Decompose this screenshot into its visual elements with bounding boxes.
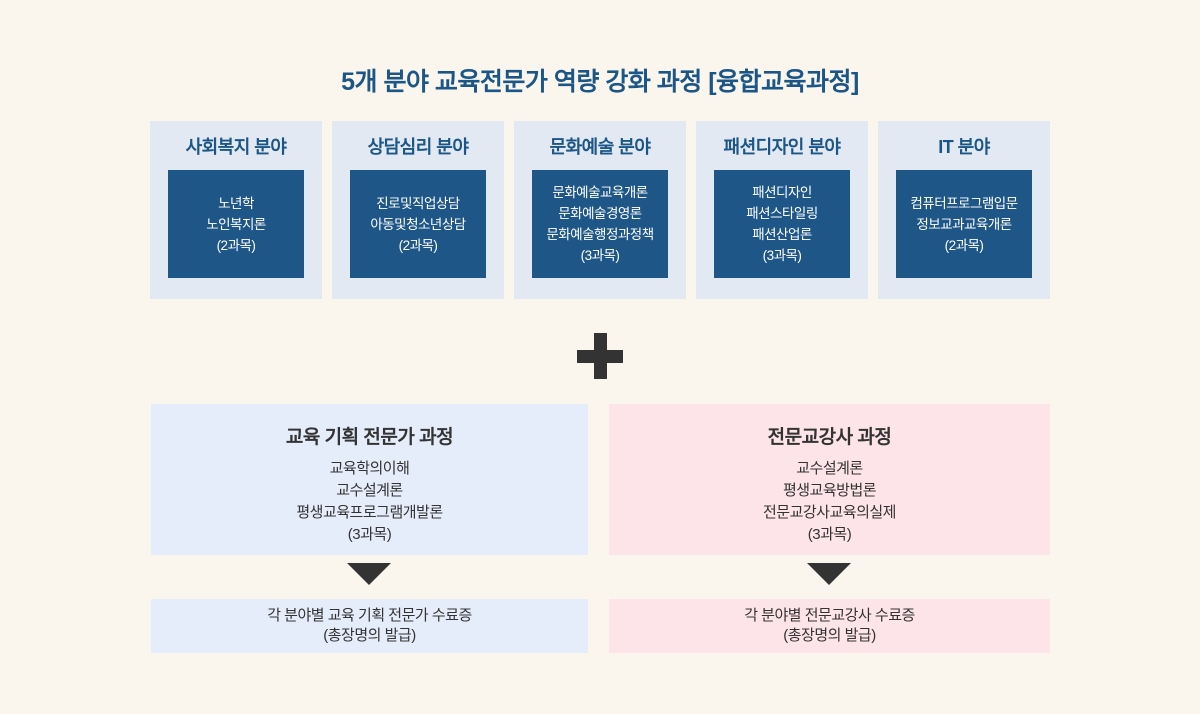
certificate-professional-instructor: 각 분야별 전문교강사 수료증 (총장명의 발급) xyxy=(609,599,1050,653)
track-title: 전문교강사 과정 xyxy=(767,427,892,448)
field-column-culture-arts: 문화예술 분야 문화예술교육개론 문화예술경영론 문화예술행정과정책 (3과목) xyxy=(514,121,686,299)
plus-icon xyxy=(577,333,623,379)
field-column-it: IT 분야 컴퓨터프로그램입문 정보교과교육개론 (2과목) xyxy=(878,121,1050,299)
field-title: 사회복지 분야 xyxy=(185,136,287,157)
field-subjects: 문화예술교육개론 문화예술경영론 문화예술행정과정책 (3과목) xyxy=(546,185,654,263)
track-education-planning: 교육 기획 전문가 과정 교육학의이해 교수설계론 평생교육프로그램개발론 (3… xyxy=(151,404,588,555)
field-subjects-box: 컴퓨터프로그램입문 정보교과교육개론 (2과목) xyxy=(896,170,1032,278)
track-subjects: 교육학의이해 교수설계론 평생교육프로그램개발론 (3과목) xyxy=(296,460,443,543)
field-title: IT 분야 xyxy=(938,136,990,157)
field-subjects: 패션디자인 패션스타일링 패션산업론 (3과목) xyxy=(746,185,818,263)
field-column-fashion-design: 패션디자인 분야 패션디자인 패션스타일링 패션산업론 (3과목) xyxy=(696,121,868,299)
certificate-text: 각 분야별 전문교강사 수료증 (총장명의 발급) xyxy=(744,607,915,644)
track-title: 교육 기획 전문가 과정 xyxy=(285,427,454,448)
field-title: 패션디자인 분야 xyxy=(723,136,841,157)
field-column-social-welfare: 사회복지 분야 노년학 노인복지론 (2과목) xyxy=(150,121,322,299)
track-subjects: 교수설계론 평생교육방법론 전문교강사교육의실제 (3과목) xyxy=(762,460,897,543)
field-subjects: 노년학 노인복지론 (2과목) xyxy=(206,195,266,253)
field-subjects: 컴퓨터프로그램입문 정보교과교육개론 (2과목) xyxy=(910,195,1018,253)
field-subjects-box: 문화예술교육개론 문화예술경영론 문화예술행정과정책 (3과목) xyxy=(532,170,668,278)
page-title: 5개 분야 교육전문가 역량 강화 과정 [융합교육과정] xyxy=(341,68,859,96)
certificate-text: 각 분야별 교육 기획 전문가 수료증 (총장명의 발급) xyxy=(267,607,472,644)
field-subjects-box: 진로및직업상담 아동및청소년상담 (2과목) xyxy=(350,170,486,278)
field-title: 문화예술 분야 xyxy=(549,136,651,157)
field-subjects-box: 노년학 노인복지론 (2과목) xyxy=(168,170,304,278)
field-column-counseling-psychology: 상담심리 분야 진로및직업상담 아동및청소년상담 (2과목) xyxy=(332,121,504,299)
field-title: 상담심리 분야 xyxy=(367,136,469,157)
track-professional-instructor: 전문교강사 과정 교수설계론 평생교육방법론 전문교강사교육의실제 (3과목) xyxy=(609,404,1050,555)
field-subjects-box: 패션디자인 패션스타일링 패션산업론 (3과목) xyxy=(714,170,850,278)
fields-row: 사회복지 분야 노년학 노인복지론 (2과목) 상담심리 분야 진로및직업상담 … xyxy=(150,121,1050,299)
certificate-education-planning: 각 분야별 교육 기획 전문가 수료증 (총장명의 발급) xyxy=(151,599,588,653)
triangle-down-icon xyxy=(347,563,391,585)
field-subjects: 진로및직업상담 아동및청소년상담 (2과목) xyxy=(370,195,466,253)
triangle-down-icon xyxy=(807,563,851,585)
